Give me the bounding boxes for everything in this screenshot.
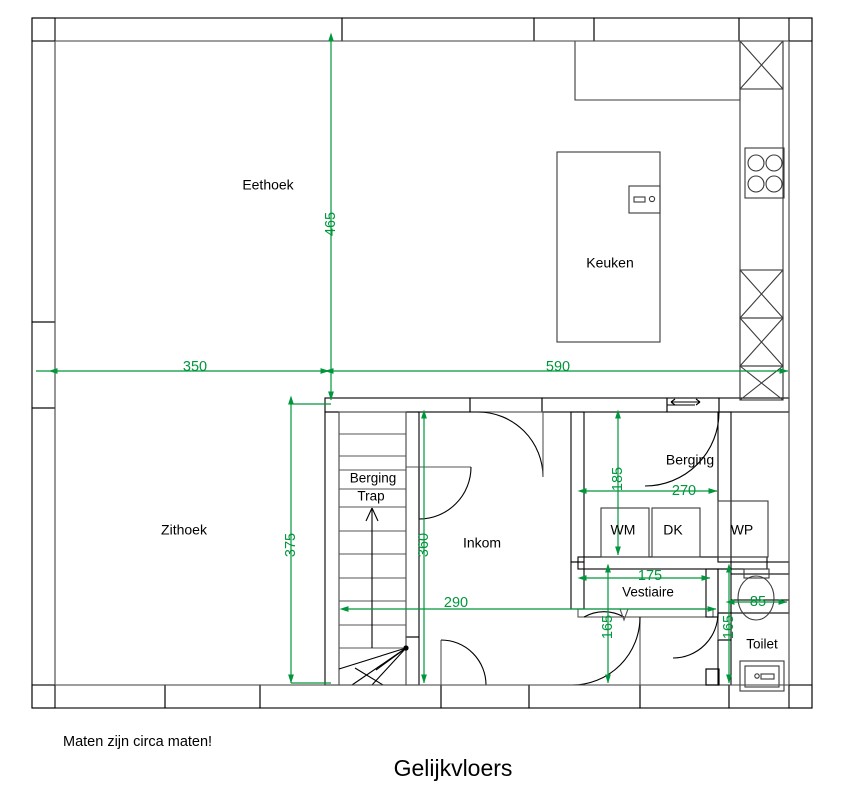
wall-vestiaire-top [577,556,768,570]
dim-label-360: 360 [416,533,432,557]
wall-toilet-top [730,561,790,575]
wall-hall-top-left [324,397,471,413]
door-berging-trap [406,466,472,520]
appliance-labels: WM DK WP [611,522,754,538]
door-entrance [440,639,487,686]
wall-top [31,17,813,42]
door-berging [644,411,720,487]
dim-label-85: 85 [750,594,766,610]
appliance-label-wm: WM [611,522,636,538]
wall-hall-door-opening [469,397,543,413]
heat-pump-box [717,500,769,558]
staircase [338,411,409,686]
wall-right [788,17,813,709]
doors [406,411,720,686]
room-label-vestiaire: Vestiaire [622,585,674,600]
wall-inkom-right-upper [717,411,732,563]
wall-vestiaire-right [705,568,719,618]
utility-appliances [600,500,769,558]
dimension-labels: 465 350 590 375 360 290 185 270 175 165 … [183,212,766,639]
kitchen-fixtures [556,40,785,406]
dim-label-165-vestiaire: 165 [600,615,616,639]
door-hall-main [477,411,544,478]
wall-stub-bottom [705,668,720,686]
toilet-fixtures [737,568,785,692]
wall-vestiaire-bottom [577,608,714,618]
dim-label-185: 185 [610,467,626,491]
dim-label-590: 590 [546,359,570,375]
room-label-berging: Berging [666,452,714,468]
wc-icon [737,568,775,621]
room-label-eethoek: Eethoek [242,177,294,193]
room-label-zithoek: Zithoek [161,522,208,538]
dimension-lines [36,32,789,684]
appliance-label-wp: WP [731,522,754,538]
appliance-label-dk: DK [663,522,683,538]
room-label-berging-trap: Berging [350,471,397,486]
wall-stair-right [405,411,420,638]
cooktop-icon [744,147,785,199]
door-inkom-lower [571,616,641,686]
misc-thin-lines [54,40,790,686]
wall-berging-left [570,411,585,563]
sink-icon [628,185,661,214]
dim-label-270: 270 [672,483,696,499]
note-text: Maten zijn circa maten! [63,734,212,750]
wall-berging-top [541,397,668,413]
room-label-keuken: Keuken [586,255,633,271]
room-label-trap: Trap [357,489,384,504]
room-label-inkom: Inkom [463,535,501,551]
dim-label-350: 350 [183,359,207,375]
wall-bottom [31,684,813,709]
stair-winders [338,645,409,686]
wall-stair-left [324,411,340,686]
stair-direction-arrow [365,507,379,648]
kitchen-upper-counter [574,41,741,101]
room-label-toilet: Toilet [746,637,778,652]
dryer-box [651,507,701,558]
dim-label-290: 290 [444,595,468,611]
wall-left [31,17,56,709]
washbasin-icon [739,660,785,692]
kitchen-island [556,151,661,343]
door-toilet [672,612,719,659]
sliding-door-marks [667,398,701,406]
dim-label-375: 375 [283,533,299,557]
inner-walls [324,397,790,686]
room-labels: Eethoek Keuken Zithoek Inkom Berging Ves… [161,177,778,652]
page-title: Gelijkvloers [394,755,513,781]
outer-walls [31,17,813,709]
dim-label-165-toilet: 165 [721,615,737,639]
dim-label-465: 465 [323,212,339,236]
kitchen-right-counter [739,40,784,401]
wall-stair-right-lower [405,636,420,686]
kitchen-cabinet-markers [739,40,784,401]
washing-machine-box [600,507,650,558]
dim-label-175: 175 [638,568,662,584]
